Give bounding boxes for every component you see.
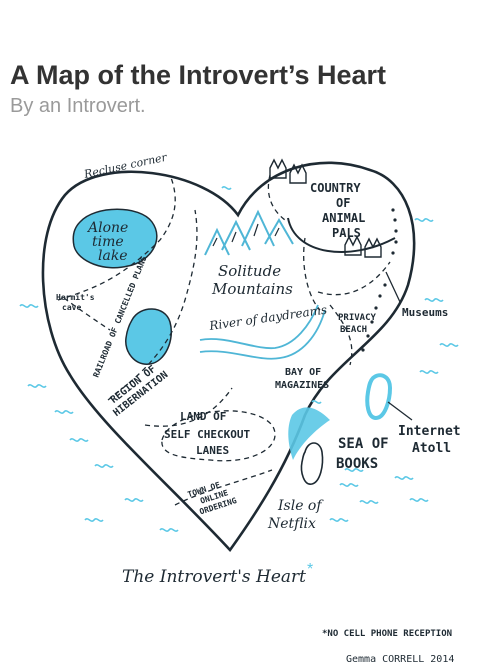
map-caption: The Introvert's Heart <box>122 567 306 587</box>
label-land-of: LAND OF <box>180 410 226 423</box>
label-privacy: PRIVACY <box>338 313 377 323</box>
east-coast-water <box>288 407 330 460</box>
label-isle-of-netflix: Isle of Netflix <box>267 498 324 532</box>
label-bay-of: BAY OF <box>285 367 321 378</box>
label-sea-of: SEA OF <box>338 436 389 452</box>
label-museums: Museums <box>402 306 448 319</box>
label-country: COUNTRY <box>310 181 361 195</box>
label-atoll: Atoll <box>412 441 451 456</box>
small-lake <box>125 308 172 365</box>
label-pals: PALS <box>332 226 361 240</box>
label-bay-of-magazines: BAY OF MAGAZINES <box>275 367 329 391</box>
page-subtitle: By an Introvert. <box>10 95 146 117</box>
label-isle-of: Isle of <box>277 498 324 514</box>
pointer-lines <box>385 271 413 421</box>
label-beach: BEACH <box>340 325 367 335</box>
label-internet: Internet <box>398 424 461 439</box>
label-land-of-self-checkout: LAND OF SELF CHECKOUT LANES <box>164 410 250 457</box>
label-sea-of-books: SEA OF BOOKS <box>336 436 389 472</box>
label-privacy-beach: PRIVACY BEACH <box>338 313 377 335</box>
label-mountains: Mountains <box>211 280 293 298</box>
animal-pals-border <box>287 217 396 253</box>
label-solitude-mountains: Solitude Mountains <box>211 262 293 298</box>
label-solitude: Solitude <box>218 262 281 280</box>
label-river-of-daydreams: River of daydreams <box>207 303 327 334</box>
heart-outline <box>41 161 416 553</box>
label-recluse-corner: Recluse corner <box>82 151 169 182</box>
alone-time-lake <box>72 208 158 269</box>
label-netflix: Netflix <box>267 516 316 532</box>
label-books: BOOKS <box>336 456 378 472</box>
label-animal-pals: COUNTRY OF ANIMAL PALS <box>310 181 365 240</box>
label-hermits-cave: Hermit's cave <box>56 292 95 312</box>
artist-signature: Gemma CORRELL 2014 <box>346 654 454 665</box>
label-alone-time-lake: Alone time lake <box>86 220 128 264</box>
header: A Map of the Introvert’s Heart By an Int… <box>10 60 490 118</box>
label-alone: Alone <box>86 220 128 236</box>
footnote: *NO CELL PHONE RECEPTION <box>322 629 452 639</box>
label-hermits: Hermit's <box>56 292 95 302</box>
label-cave: cave <box>62 303 81 312</box>
mountain-range <box>204 209 294 256</box>
label-lake: lake <box>98 248 128 264</box>
internet-atoll <box>365 373 393 421</box>
river <box>199 304 326 360</box>
label-self-checkout: SELF CHECKOUT <box>164 428 250 441</box>
mountain-shading <box>212 223 280 247</box>
page-title: A Map of the Introvert’s Heart <box>10 60 387 90</box>
animal-pals-dots <box>361 208 398 352</box>
isle-of-netflix <box>300 442 324 485</box>
label-time: time <box>92 234 124 250</box>
label-of: OF <box>336 196 350 210</box>
animal-houses <box>269 158 382 258</box>
region-borders <box>57 174 391 506</box>
label-lanes: LANES <box>196 444 229 457</box>
label-magazines: MAGAZINES <box>275 380 329 391</box>
label-animal: ANIMAL <box>322 211 365 225</box>
water-ripples <box>19 186 459 532</box>
label-region-of-hibernation: REGION OF HIBERNATION <box>109 364 171 419</box>
caption-asterisk: * <box>307 561 313 578</box>
label-internet-atoll: Internet Atoll <box>398 424 461 456</box>
